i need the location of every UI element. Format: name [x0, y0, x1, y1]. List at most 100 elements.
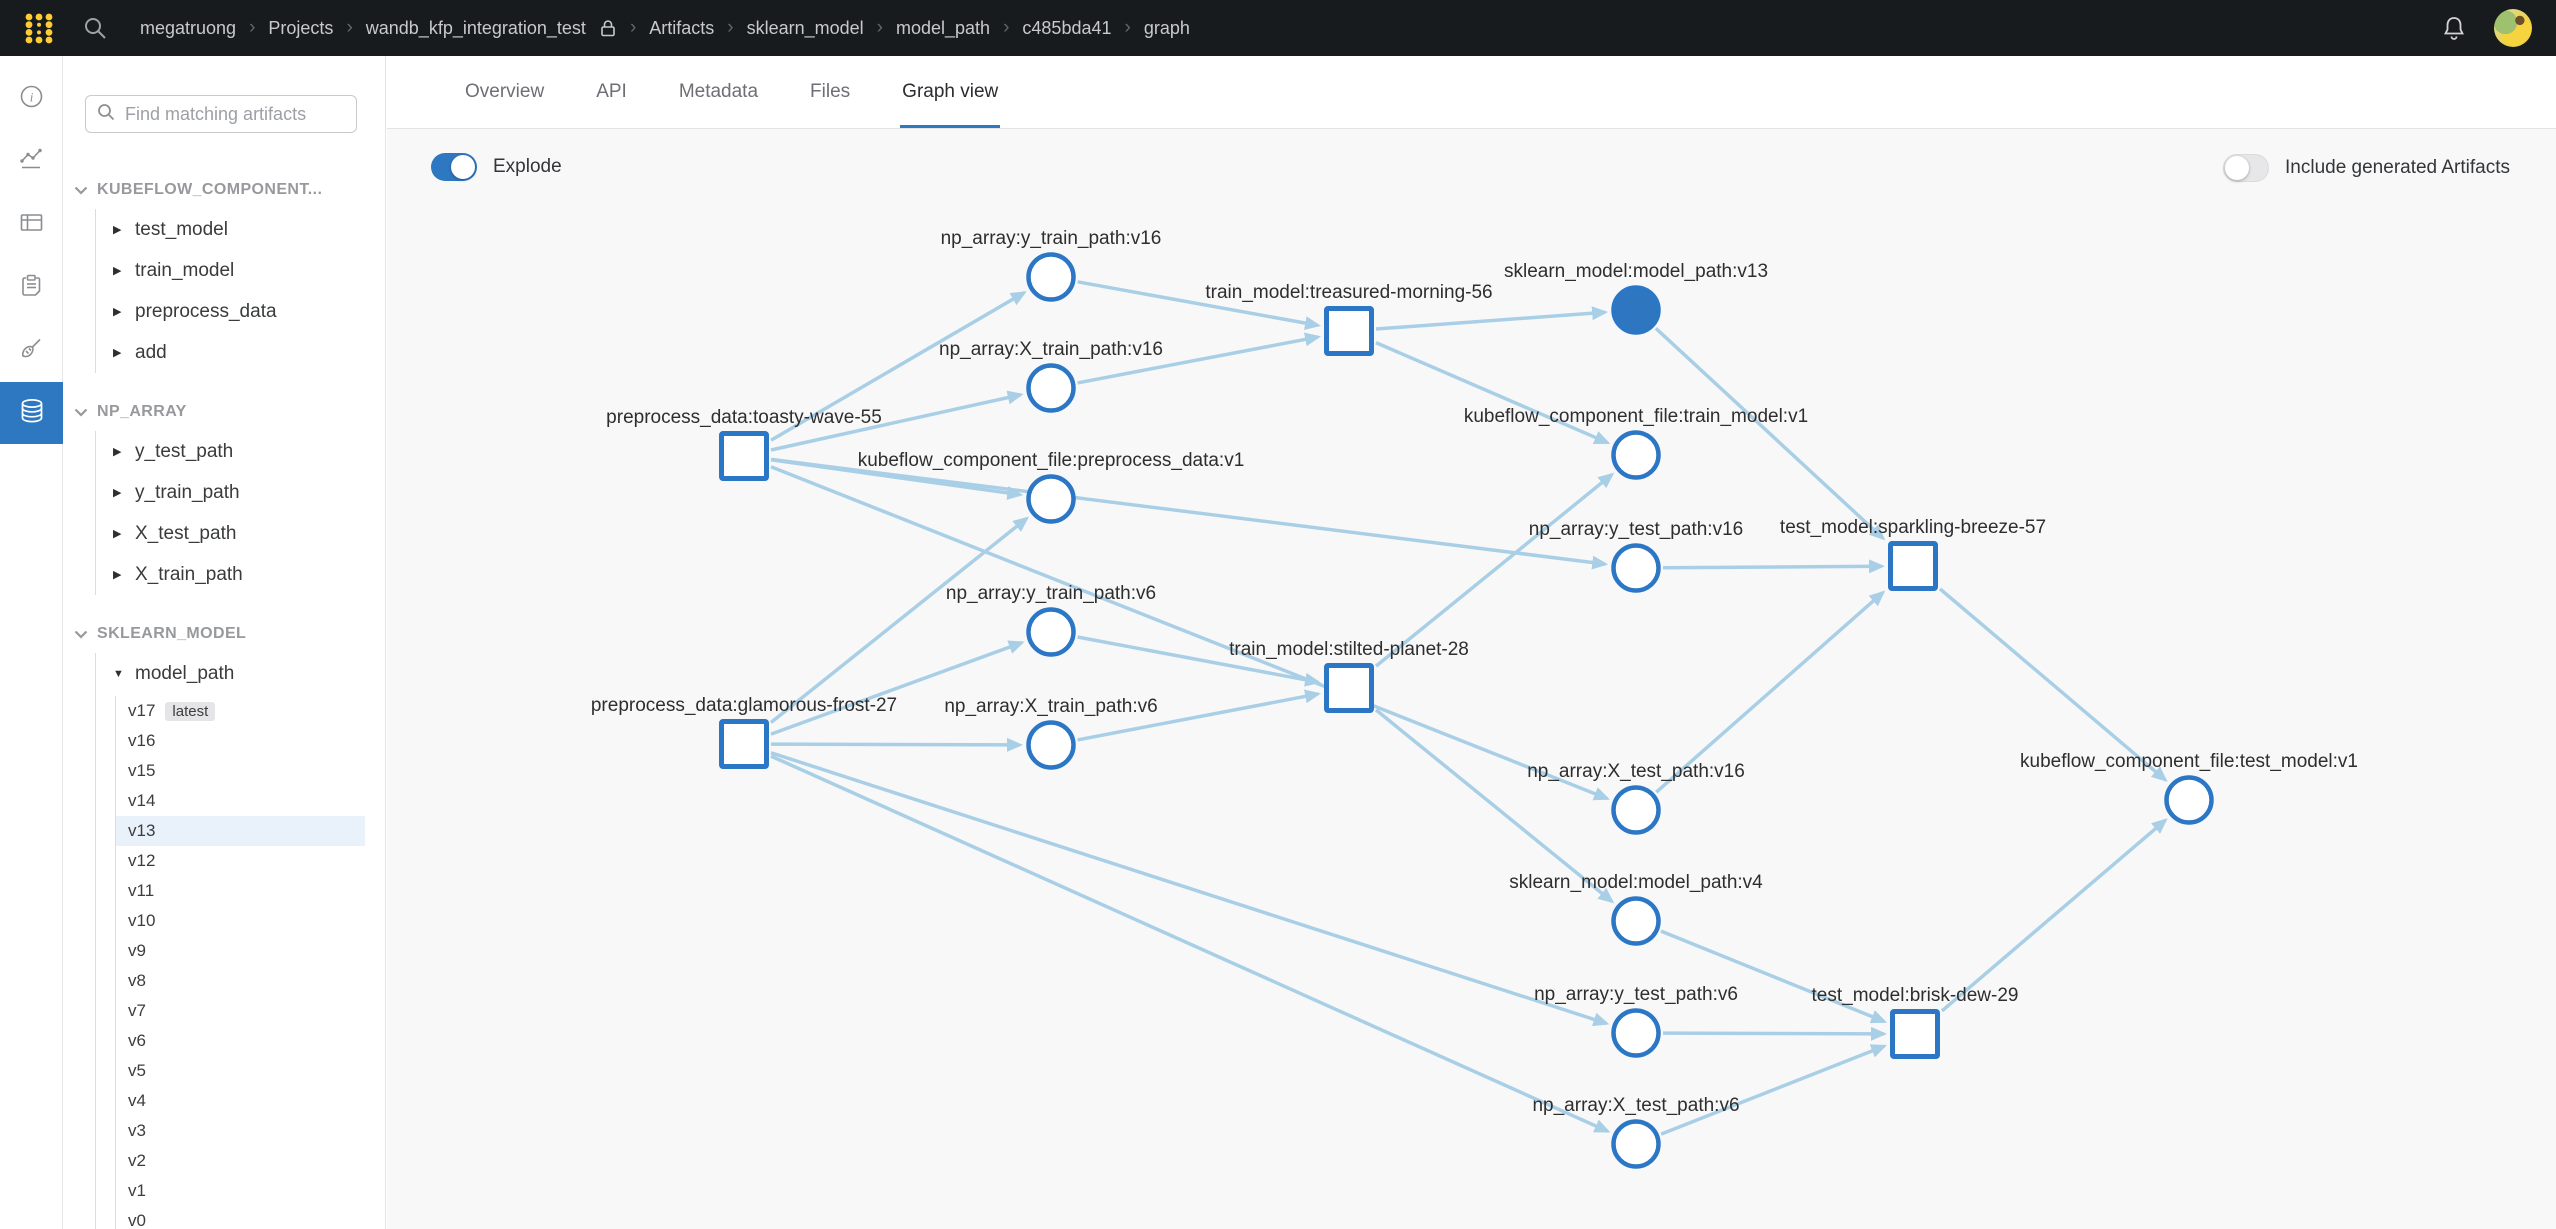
version-row-v6[interactable]: v6: [116, 1026, 365, 1056]
breadcrumb-item[interactable]: graph: [1143, 17, 1190, 38]
user-avatar[interactable]: [2494, 9, 2532, 47]
rail-item-reports[interactable]: [0, 256, 63, 319]
artifact-node-sklearn_model:model_path:v4[interactable]: [1611, 896, 1661, 946]
artifact-item-label: add: [135, 341, 167, 363]
artifact-type-items: ▶y_test_path▶y_train_path▶X_test_path▶X_…: [95, 431, 385, 595]
tab-metadata[interactable]: Metadata: [678, 81, 759, 102]
node-label: np_array:X_test_path:v16: [1527, 761, 1745, 782]
artifact-node-np_array:y_train_path:v16[interactable]: [1026, 252, 1076, 302]
run-node-preprocess_data:toasty-wave-55[interactable]: [719, 431, 769, 481]
artifact-node-np_array:y_test_path:v16[interactable]: [1611, 543, 1661, 593]
node-label: np_array:X_test_path:v6: [1532, 1095, 1739, 1116]
run-node-train_model:stilted-planet-28[interactable]: [1324, 663, 1374, 713]
graph-view-content: Explode Include generated Artifacts np_a…: [387, 129, 2556, 1229]
run-node-train_model:treasured-morning-56[interactable]: [1324, 306, 1374, 356]
chevron-down-icon: [74, 630, 88, 639]
tab-api[interactable]: API: [596, 81, 627, 102]
breadcrumb-separator: ›: [727, 17, 734, 38]
rail-item-sweeps[interactable]: [0, 319, 63, 382]
artifact-item-X_train_path[interactable]: ▶X_train_path: [96, 554, 385, 595]
artifact-item-y_train_path[interactable]: ▶y_train_path: [96, 472, 385, 513]
artifact-node-np_array:y_test_path:v6[interactable]: [1611, 1008, 1661, 1058]
artifact-item-model_path[interactable]: ▼model_path: [96, 653, 385, 694]
breadcrumb-item[interactable]: Artifacts: [649, 17, 715, 38]
run-node-preprocess_data:glamorous-frost-27[interactable]: [719, 719, 769, 769]
artifact-node-np_array:X_test_path:v6[interactable]: [1611, 1119, 1661, 1169]
version-row-v11[interactable]: v11: [116, 876, 365, 906]
triangle-collapsed-icon: ▶: [113, 528, 122, 540]
artifact-node-np_array:X_train_path:v6[interactable]: [1026, 720, 1076, 770]
version-row-v10[interactable]: v10: [116, 906, 365, 936]
version-row-v8[interactable]: v8: [116, 966, 365, 996]
tab-overview[interactable]: Overview: [465, 81, 545, 102]
include-generated-toggle[interactable]: [2223, 154, 2269, 182]
artifact-node-np_array:y_train_path:v6[interactable]: [1026, 607, 1076, 657]
artifact-sidebar: KUBEFLOW_COMPONENT... ▶test_model▶train_m…: [63, 56, 386, 1229]
lineage-edge-L-K: [1077, 689, 1322, 742]
version-row-v14[interactable]: v14: [116, 786, 365, 816]
rail-item-info[interactable]: i: [0, 67, 63, 130]
artifact-node-sklearn_model:model_path:v13[interactable]: [1611, 285, 1661, 335]
rail-item-artifacts[interactable]: [0, 382, 63, 444]
version-row-v0[interactable]: v0: [116, 1206, 365, 1229]
artifact-item-test_model[interactable]: ▶test_model: [96, 209, 385, 250]
include-generated-label: Include generated Artifacts: [2285, 157, 2510, 178]
triangle-collapsed-icon: ▶: [113, 487, 122, 499]
rail-item-charts[interactable]: [0, 130, 63, 193]
header-search-icon[interactable]: [82, 15, 108, 41]
breadcrumb-separator: ›: [1003, 17, 1010, 38]
artifact-node-np_array:X_test_path:v16[interactable]: [1611, 785, 1661, 835]
breadcrumb-item[interactable]: sklearn_model: [746, 17, 864, 38]
version-row-v15[interactable]: v15: [116, 756, 365, 786]
artifact-item-train_model[interactable]: ▶train_model: [96, 250, 385, 291]
wandb-logo-icon[interactable]: [24, 12, 54, 44]
breadcrumb-item[interactable]: c485bda41: [1022, 17, 1112, 38]
top-header: megatruong › Projects › wandb_kfp_integratio…: [0, 0, 2556, 56]
tab-files[interactable]: Files: [810, 81, 851, 102]
artifact-node-kubeflow_component_file:train_model:v1[interactable]: [1611, 430, 1661, 480]
version-row-v1[interactable]: v1: [116, 1176, 365, 1206]
version-label: v3: [128, 1121, 146, 1140]
artifact-item-preprocess_data[interactable]: ▶preprocess_data: [96, 291, 385, 332]
notifications-bell-icon[interactable]: [2440, 14, 2468, 42]
version-row-v2[interactable]: v2: [116, 1146, 365, 1176]
artifact-type-header[interactable]: KUBEFLOW_COMPONENT...: [63, 177, 385, 203]
version-row-v3[interactable]: v3: [116, 1116, 365, 1146]
artifact-node-np_array:X_train_path:v16[interactable]: [1026, 363, 1076, 413]
version-row-v7[interactable]: v7: [116, 996, 365, 1026]
lineage-edge-R-O: [1940, 818, 2168, 1013]
version-label: v4: [128, 1091, 146, 1110]
search-icon: [96, 102, 116, 127]
main-panel: Overview API Metadata Files Graph view Explo…: [387, 56, 2556, 1229]
breadcrumb-item[interactable]: model_path: [896, 17, 991, 38]
explode-toggle[interactable]: [431, 153, 477, 181]
artifact-type-header[interactable]: SKLEARN_MODEL: [63, 621, 385, 647]
version-row-v12[interactable]: v12: [116, 846, 365, 876]
rail-item-tables[interactable]: [0, 193, 63, 256]
breadcrumb-item[interactable]: Projects: [268, 17, 334, 38]
artifact-item-y_test_path[interactable]: ▶y_test_path: [96, 431, 385, 472]
artifact-item-X_test_path[interactable]: ▶ X_test_path: [96, 513, 385, 554]
artifact-item-add[interactable]: ▶add: [96, 332, 385, 373]
artifact-search-input[interactable]: [125, 103, 346, 125]
artifact-node-kubeflow_component_file:preprocess_data:v1[interactable]: [1026, 474, 1076, 524]
run-node-test_model:sparkling-breeze-57[interactable]: [1888, 541, 1938, 591]
version-row-v5[interactable]: v5: [116, 1056, 365, 1086]
version-row-v4[interactable]: v4: [116, 1086, 365, 1116]
broom-icon: [18, 335, 45, 367]
artifact-item-label: X_test_path: [135, 522, 237, 544]
artifact-type-header[interactable]: NP_ARRAY: [63, 399, 385, 425]
breadcrumb-item[interactable]: megatruong: [140, 17, 237, 38]
version-label: v1: [128, 1181, 146, 1200]
node-label: test_model:sparkling-breeze-57: [1780, 517, 2046, 538]
breadcrumb-item[interactable]: wandb_kfp_integration_test: [365, 17, 586, 38]
run-node-test_model:brisk-dew-29[interactable]: [1890, 1009, 1940, 1059]
version-row-v13[interactable]: v13: [116, 816, 365, 846]
tab-graph-view[interactable]: Graph view: [900, 56, 1001, 128]
artifact-node-kubeflow_component_file:test_model:v1[interactable]: [2164, 775, 2214, 825]
version-row-v16[interactable]: v16: [116, 726, 365, 756]
version-row-v9[interactable]: v9: [116, 936, 365, 966]
